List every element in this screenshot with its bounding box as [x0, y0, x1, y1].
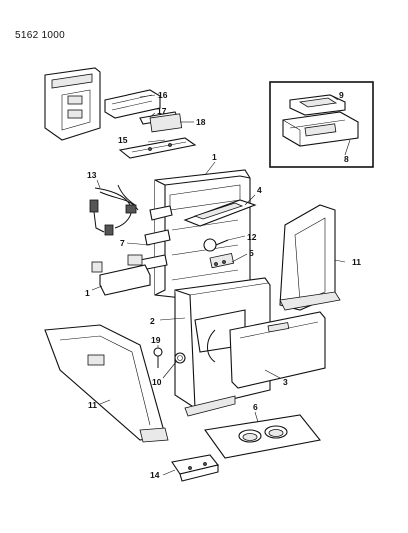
callout-2: 2 [150, 316, 155, 326]
callout-3: 3 [283, 377, 288, 387]
callout-1a: 1 [212, 152, 217, 162]
left-side-panel [44, 324, 169, 443]
callout-11a: 11 [352, 257, 361, 267]
callout-10: 10 [152, 377, 162, 387]
callout-4: 4 [257, 185, 262, 195]
floor-bracket [171, 454, 219, 482]
callout-6: 6 [253, 402, 258, 412]
callout-19: 19 [151, 335, 161, 345]
callout-1b: 1 [85, 288, 90, 298]
mounting-bracket [91, 254, 151, 296]
callout-11b: 11 [88, 400, 97, 410]
callout-labels: 16 17 18 15 1 9 8 13 4 7 12 5 11 1 2 3 1… [85, 90, 361, 480]
right-side-panel [279, 204, 341, 311]
callout-17: 17 [157, 106, 167, 116]
callout-5: 5 [249, 248, 254, 258]
callout-16: 16 [158, 90, 168, 100]
console-housing [139, 169, 251, 301]
ash-tray-inset [269, 81, 374, 168]
callout-15: 15 [118, 135, 128, 145]
callout-13: 13 [87, 170, 97, 180]
callout-8: 8 [344, 154, 349, 164]
leader-lines [91, 94, 351, 476]
radio-housing-assembly [44, 67, 197, 159]
switch-and-lamp [203, 238, 235, 269]
wiring-harness [89, 184, 139, 236]
callout-14: 14 [150, 470, 160, 480]
callout-12: 12 [247, 232, 257, 242]
callout-18: 18 [196, 117, 206, 127]
plug-and-grommet [153, 347, 186, 368]
callout-7: 7 [120, 238, 125, 248]
callout-9: 9 [339, 90, 344, 100]
storage-door [229, 311, 326, 389]
document-code: 5162 1000 [15, 30, 65, 41]
console-lid [183, 199, 257, 227]
cup-holder-tray [204, 414, 322, 459]
